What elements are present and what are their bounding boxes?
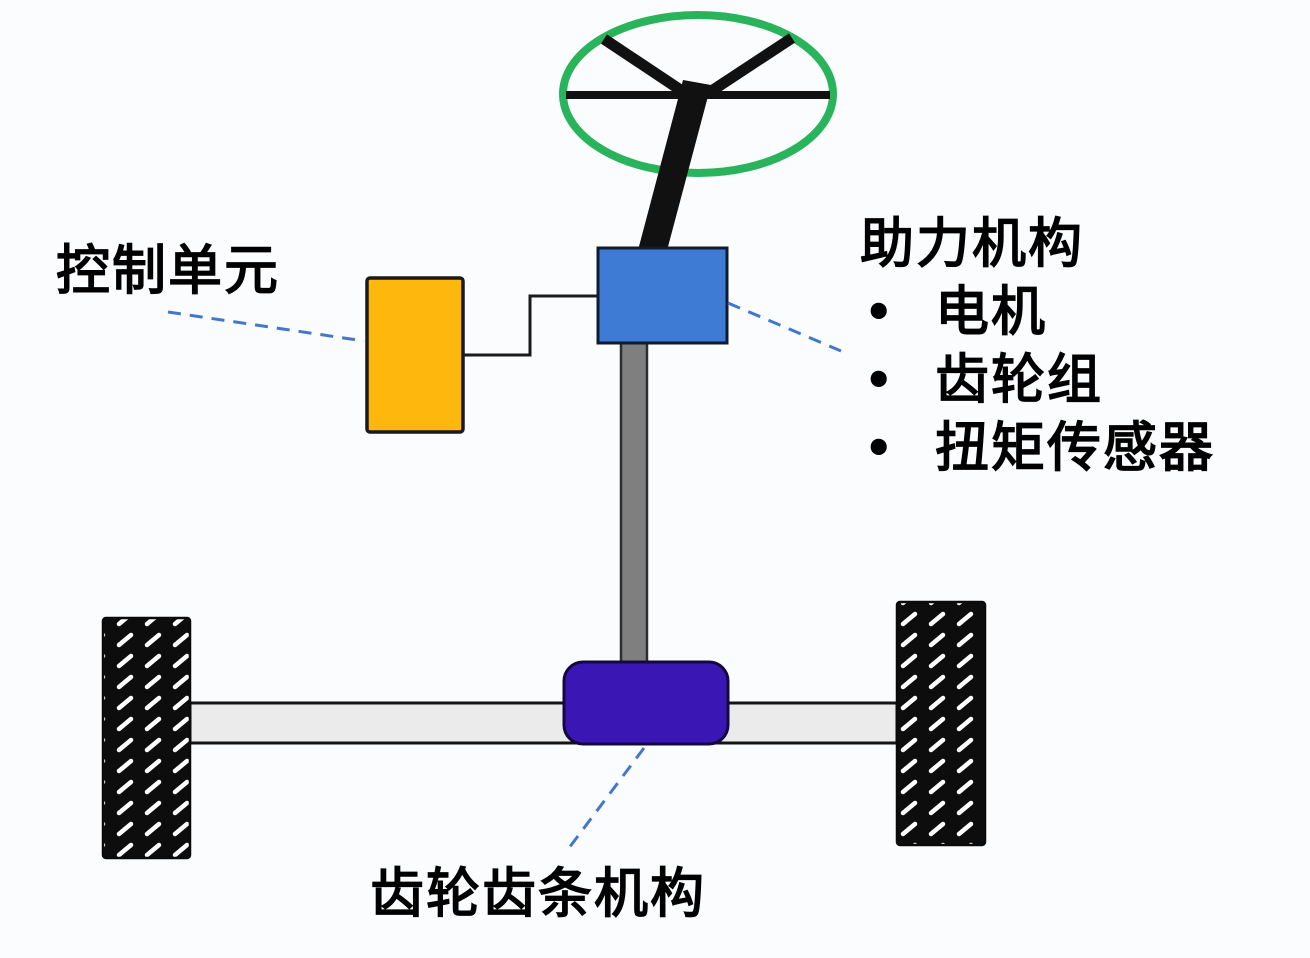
assist-mechanism-box	[596, 246, 729, 345]
assist-title: 助力机构	[860, 212, 1084, 275]
assist-item-label: 齿轮组	[935, 348, 1103, 411]
assist-item-torque-sensor: • 扭矩传感器	[860, 414, 1215, 482]
connector-assist	[727, 301, 842, 353]
assist-item-label: 扭矩传感器	[935, 416, 1215, 479]
control-wire	[463, 294, 598, 357]
steering-shaft	[619, 338, 649, 668]
assist-label-block: 助力机构 • 电机 • 齿轮组 • 扭矩传感器	[860, 210, 1215, 482]
connector-rack-pinion	[564, 747, 646, 853]
rack-pinion-box	[562, 660, 730, 746]
steering-wheel-spoke-left	[600, 34, 686, 96]
rack-bar	[188, 701, 899, 745]
control-unit-box	[365, 276, 465, 434]
steering-column	[637, 80, 711, 258]
control-unit-label: 控制单元	[56, 239, 280, 302]
assist-item-motor: • 电机	[860, 278, 1215, 346]
rack-pinion-label: 齿轮齿条机构	[370, 862, 706, 925]
bullet-icon: •	[864, 285, 896, 339]
steering-wheel-icon	[559, 11, 837, 177]
left-wheel-icon	[101, 616, 192, 860]
connector-control-unit	[167, 310, 365, 343]
assist-item-gearset: • 齿轮组	[860, 346, 1215, 414]
bullet-icon: •	[864, 421, 896, 475]
right-wheel-icon	[895, 600, 987, 847]
steering-wheel-spoke-right	[706, 33, 796, 97]
bullet-icon: •	[864, 353, 896, 407]
assist-item-label: 电机	[935, 280, 1047, 343]
